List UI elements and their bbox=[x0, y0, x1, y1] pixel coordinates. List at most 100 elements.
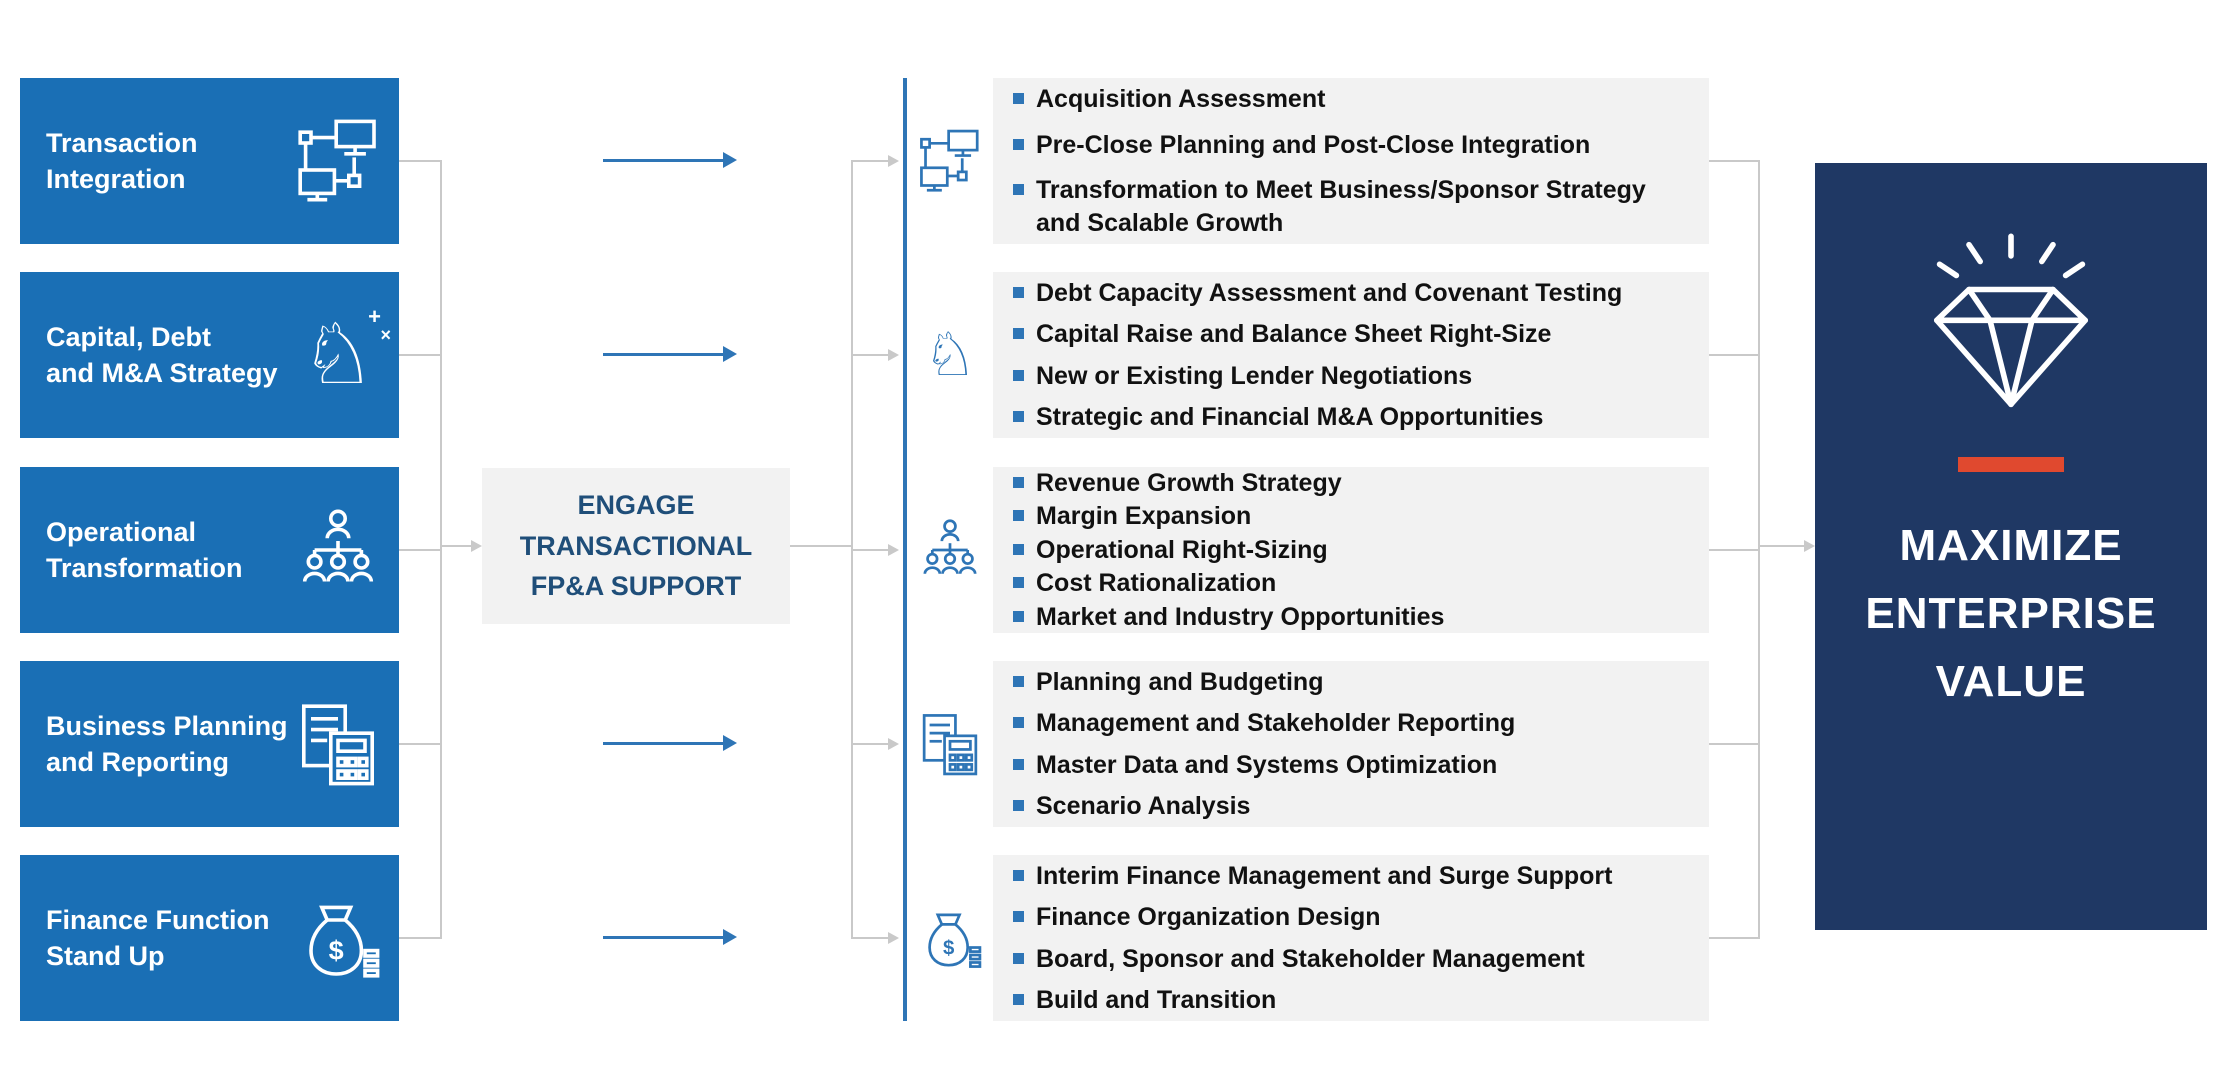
bullet-square-icon bbox=[1013, 717, 1024, 728]
service-box-transaction-integration: Acquisition Assessment Pre-Close Plannin… bbox=[993, 78, 1709, 244]
list-item: New or Existing Lender Negotiations bbox=[1011, 360, 1691, 393]
flow-arrow bbox=[603, 929, 737, 945]
svg-text:$: $ bbox=[329, 936, 344, 966]
connector-line bbox=[1709, 354, 1758, 356]
left-box-label: Finance Function Stand Up bbox=[46, 904, 270, 971]
bullet-square-icon bbox=[1013, 369, 1024, 381]
connector-line bbox=[399, 937, 440, 939]
list-item: Board, Sponsor and Stakeholder Managemen… bbox=[1011, 943, 1691, 976]
left-box-label: Capital, Debt and M&A Strategy bbox=[46, 321, 278, 388]
connector-line bbox=[1709, 160, 1758, 162]
flow-arrow-into-outcome bbox=[1758, 540, 1815, 552]
list-item: Capital Raise and Balance Sheet Right-Si… bbox=[1011, 318, 1691, 351]
left-box-label: Transaction Integration bbox=[46, 127, 198, 194]
knight-glyph: ♘ bbox=[923, 320, 977, 390]
list-item: Margin Expansion bbox=[1011, 500, 1691, 533]
bullet-square-icon bbox=[1013, 577, 1024, 589]
bullet-square-icon bbox=[1013, 675, 1024, 687]
flow-arrow bbox=[603, 735, 737, 751]
bullet-square-icon bbox=[1013, 184, 1024, 195]
service-box-operational-transformation: Revenue Growth Strategy Margin Expansion… bbox=[993, 467, 1709, 633]
flow-arrow-into-engage bbox=[440, 540, 482, 552]
list-item: Scenario Analysis bbox=[1011, 790, 1691, 823]
bullet-square-icon bbox=[1013, 543, 1024, 555]
connector-line bbox=[399, 549, 440, 551]
finance-bag-icon: $ bbox=[916, 904, 984, 972]
connector-line bbox=[1758, 160, 1760, 939]
transaction-integration-icon bbox=[293, 116, 383, 206]
connector-line bbox=[399, 354, 440, 356]
list-item: Finance Organization Design bbox=[1011, 901, 1691, 934]
list-item: Master Data and Systems Optimization bbox=[1011, 749, 1691, 782]
left-box-capital-debt-ma-strategy: Capital, Debt and M&A Strategy ♘ + × bbox=[20, 272, 399, 438]
bullet-square-icon bbox=[1013, 952, 1024, 964]
flow-arrow bbox=[603, 152, 737, 168]
flow-arrow bbox=[851, 738, 899, 750]
finance-bag-icon: $ bbox=[293, 893, 383, 983]
left-box-label: Business Planning and Reporting bbox=[46, 710, 288, 777]
bullet-square-icon bbox=[1013, 476, 1024, 488]
flow-arrow bbox=[851, 349, 899, 361]
connector-line bbox=[1709, 549, 1758, 551]
bullet-square-icon bbox=[1013, 138, 1024, 150]
red-accent-bar bbox=[1958, 457, 2064, 472]
engage-transactional-fpa-support-box: ENGAGE TRANSACTIONAL FP&A SUPPORT bbox=[482, 468, 790, 624]
chess-knight-icon: ♘ bbox=[916, 321, 984, 389]
connector-line bbox=[790, 545, 851, 547]
connector-line bbox=[399, 160, 440, 162]
list-item: Pre-Close Planning and Post-Close Integr… bbox=[1011, 129, 1691, 162]
connector-line bbox=[399, 743, 440, 745]
list-item: Management and Stakeholder Reporting bbox=[1011, 707, 1691, 740]
flow-arrow bbox=[851, 544, 899, 556]
list-item: Market and Industry Opportunities bbox=[1011, 601, 1691, 634]
org-people-icon bbox=[916, 516, 984, 584]
list-item: Acquisition Assessment bbox=[1011, 83, 1691, 116]
list-item: Operational Right-Sizing bbox=[1011, 534, 1691, 567]
transaction-integration-icon bbox=[916, 127, 984, 195]
list-item: Debt Capacity Assessment and Covenant Te… bbox=[1011, 277, 1691, 310]
planning-report-icon bbox=[293, 699, 383, 789]
sparkle-mark: × bbox=[380, 325, 391, 345]
list-item: Strategic and Financial M&A Opportunitie… bbox=[1011, 401, 1691, 434]
bullet-square-icon bbox=[1013, 411, 1024, 422]
vertical-divider-rule bbox=[903, 78, 907, 1021]
left-box-finance-function-stand-up: Finance Function Stand Up $ bbox=[20, 855, 399, 1021]
svg-text:$: $ bbox=[943, 937, 955, 959]
outcome-label: MAXIMIZE ENTERPRISE VALUE bbox=[1865, 521, 2157, 707]
org-people-icon bbox=[293, 505, 383, 595]
list-item: Planning and Budgeting bbox=[1011, 666, 1691, 699]
service-box-capital-debt-ma: Debt Capacity Assessment and Covenant Te… bbox=[993, 272, 1709, 438]
left-box-label: Operational Transformation bbox=[46, 516, 243, 583]
bullet-square-icon bbox=[1013, 510, 1024, 522]
diamond-icon bbox=[1906, 233, 2116, 423]
connector-line bbox=[440, 160, 442, 939]
service-box-finance-function-stand-up: Interim Finance Management and Surge Sup… bbox=[993, 855, 1709, 1021]
bullet-square-icon bbox=[1013, 328, 1024, 339]
planning-report-icon bbox=[916, 710, 984, 778]
flow-arrow bbox=[851, 155, 899, 167]
list-item: Transformation to Meet Business/Sponsor … bbox=[1011, 174, 1691, 239]
knight-glyph: ♘ bbox=[300, 305, 376, 403]
flow-arrow bbox=[603, 346, 737, 362]
left-box-operational-transformation: Operational Transformation bbox=[20, 467, 399, 633]
bullet-square-icon bbox=[1013, 800, 1024, 811]
bullet-square-icon bbox=[1013, 286, 1024, 298]
connector-line bbox=[1709, 743, 1758, 745]
bullet-square-icon bbox=[1013, 610, 1024, 622]
maximize-enterprise-value-box: MAXIMIZE ENTERPRISE VALUE bbox=[1815, 163, 2207, 930]
connector-line bbox=[1709, 937, 1758, 939]
list-item: Build and Transition bbox=[1011, 984, 1691, 1017]
left-box-business-planning-reporting: Business Planning and Reporting bbox=[20, 661, 399, 827]
bullet-square-icon bbox=[1013, 869, 1024, 881]
sparkle-mark: + bbox=[368, 304, 381, 329]
bullet-square-icon bbox=[1013, 758, 1024, 770]
chess-knight-icon: ♘ + × bbox=[293, 305, 391, 403]
list-item: Revenue Growth Strategy bbox=[1011, 467, 1691, 500]
left-box-transaction-integration: Transaction Integration bbox=[20, 78, 399, 244]
service-box-business-planning-reporting: Planning and Budgeting Management and St… bbox=[993, 661, 1709, 827]
list-item: Interim Finance Management and Surge Sup… bbox=[1011, 860, 1691, 893]
bullet-square-icon bbox=[1013, 93, 1024, 104]
bullet-square-icon bbox=[1013, 911, 1024, 922]
flow-arrow bbox=[851, 932, 899, 944]
